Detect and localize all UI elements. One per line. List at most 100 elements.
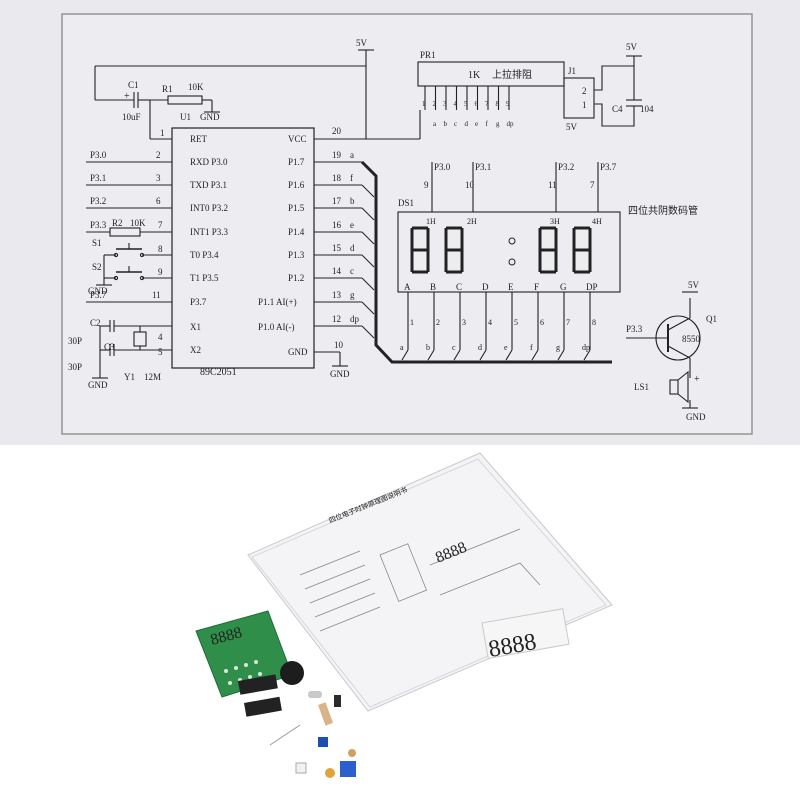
- segment-pin-label: D: [482, 282, 489, 292]
- segment-bus-label: d: [478, 343, 482, 352]
- segment-bus-tap: [453, 349, 461, 361]
- digit-net: P3.1: [475, 162, 491, 172]
- pr1-seg-label: e: [475, 120, 478, 128]
- c2-label: C2: [90, 318, 101, 328]
- seg-net: b: [350, 196, 355, 206]
- pr1-pin-number: 2: [433, 100, 437, 108]
- segment-pin-number: 2: [436, 318, 440, 327]
- digit-net: P3.0: [434, 162, 451, 172]
- ls1-gnd: GND: [686, 412, 706, 422]
- cap2-value: 30P: [68, 362, 82, 372]
- pin-label: X1: [190, 322, 201, 332]
- net-label: P3.2: [90, 196, 106, 206]
- mcu-left-pins: RET 1 P3.0 2 RXD P3.0 P3.1 3 TXD P3.1 P3…: [68, 128, 228, 390]
- j1-pin1: 1: [582, 100, 587, 110]
- pr1-seg-label: f: [486, 120, 489, 128]
- segment-bus-label: b: [426, 343, 430, 352]
- pin-number: 3: [156, 173, 161, 183]
- segment-bus-tap: [583, 349, 591, 361]
- pin-number: 5: [158, 347, 163, 357]
- pin-label: GND: [288, 347, 308, 357]
- j1-pin2: 2: [582, 86, 587, 96]
- pin-number: 9: [158, 267, 163, 277]
- seg-net: c: [350, 266, 354, 276]
- crystal-gnd: GND: [88, 380, 108, 390]
- cap1-value: 30P: [68, 336, 82, 346]
- mcu-name: 89C2051: [200, 367, 237, 378]
- pr1-desc: 上拉排阻: [492, 68, 532, 81]
- segment-bus-label: a: [400, 343, 404, 352]
- pin-label: P1.6: [288, 180, 305, 190]
- digit-pin-label: 2H: [467, 217, 477, 226]
- pcb-pads: [224, 660, 262, 685]
- c1-plus: +: [124, 91, 130, 102]
- segment-bus-label: e: [504, 343, 508, 352]
- y1-label: Y1: [124, 372, 135, 382]
- pin-label: P1.0 AI(-): [258, 322, 295, 332]
- segment-pin-label: B: [430, 282, 436, 292]
- pr1-pin-number: 5: [464, 100, 468, 108]
- segment-pin-label: C: [456, 282, 462, 292]
- c4-value: 104: [640, 104, 654, 114]
- segment-bus-tap: [427, 349, 435, 361]
- power-connector: J1 2 1 5V 5V C4 104: [563, 42, 654, 132]
- pin-label: P1.4: [288, 227, 305, 237]
- digit-pin-number: 11: [548, 180, 557, 190]
- pin-label: X2: [190, 345, 201, 355]
- ls1-label: LS1: [634, 382, 649, 392]
- net-label: P3.7: [90, 290, 107, 300]
- seg-net: a: [350, 150, 354, 160]
- c3-label: C3: [104, 342, 115, 352]
- pin-number: 7: [158, 220, 163, 230]
- ds1-desc: 四位共阴数码管: [628, 204, 698, 217]
- ceramic-cap-part: [348, 749, 356, 757]
- pin-number: 18: [332, 173, 342, 183]
- c4-label: C4: [612, 104, 623, 114]
- pin-label: TXD P3.1: [190, 180, 227, 190]
- segment-bus-tap: [531, 349, 539, 361]
- drawing-frame: [61, 13, 753, 435]
- seg-net: e: [350, 220, 354, 230]
- pin-number: 6: [156, 196, 161, 206]
- pin-number: 16: [332, 220, 342, 230]
- vcc-pin: 20: [332, 126, 342, 136]
- seg-net: d: [350, 243, 355, 253]
- segment-pin-number: 4: [488, 318, 492, 327]
- j1-label: J1: [568, 66, 576, 76]
- segment-pin-number: 8: [592, 318, 596, 327]
- s2-label: S2: [92, 262, 102, 272]
- resistor-part: [318, 702, 334, 726]
- c4-5v: 5V: [626, 42, 638, 52]
- digit-net: P3.2: [558, 162, 574, 172]
- seven-segment-display: DS1 四位共阴数码管 P3.091HP3.1102HP3.2113HP3.77…: [397, 162, 698, 361]
- segment-pin-label: G: [560, 282, 567, 292]
- vcc-5v-label: 5V: [356, 38, 368, 48]
- buzzer-part: [280, 661, 304, 685]
- r1-label: R1: [162, 84, 173, 94]
- net-label: P3.0: [90, 150, 107, 160]
- r2-name: R2: [112, 218, 123, 228]
- seg-net: dp: [350, 314, 360, 324]
- ds1-label: DS1: [398, 198, 414, 208]
- pin-number: 1: [160, 128, 165, 138]
- segment-pin-label: A: [404, 282, 411, 292]
- segment-bus-tap: [479, 349, 487, 361]
- reset-gnd: GND: [200, 112, 220, 122]
- segment-bus-label: f: [530, 343, 533, 352]
- blue-cap-part: [340, 761, 356, 777]
- u1-label: U1: [180, 112, 191, 122]
- small-cap-part: [325, 768, 335, 778]
- digit-pin-label: 3H: [550, 217, 560, 226]
- ls1-plus: +: [694, 374, 700, 385]
- pin-number: 11: [152, 290, 161, 300]
- segment-pin-label: F: [534, 282, 539, 292]
- c1-value: 10uF: [122, 112, 141, 122]
- segment-pin-number: 3: [462, 318, 466, 327]
- buzzer-ls1: + LS1 GND: [634, 370, 706, 422]
- switch-part: [295, 762, 307, 774]
- pr1-value: 1K: [468, 70, 481, 81]
- segment-pin-label: DP: [586, 282, 598, 292]
- pr1-pin-number: 6: [475, 100, 479, 108]
- pin-number: 13: [332, 290, 342, 300]
- transistor-part: [318, 737, 328, 747]
